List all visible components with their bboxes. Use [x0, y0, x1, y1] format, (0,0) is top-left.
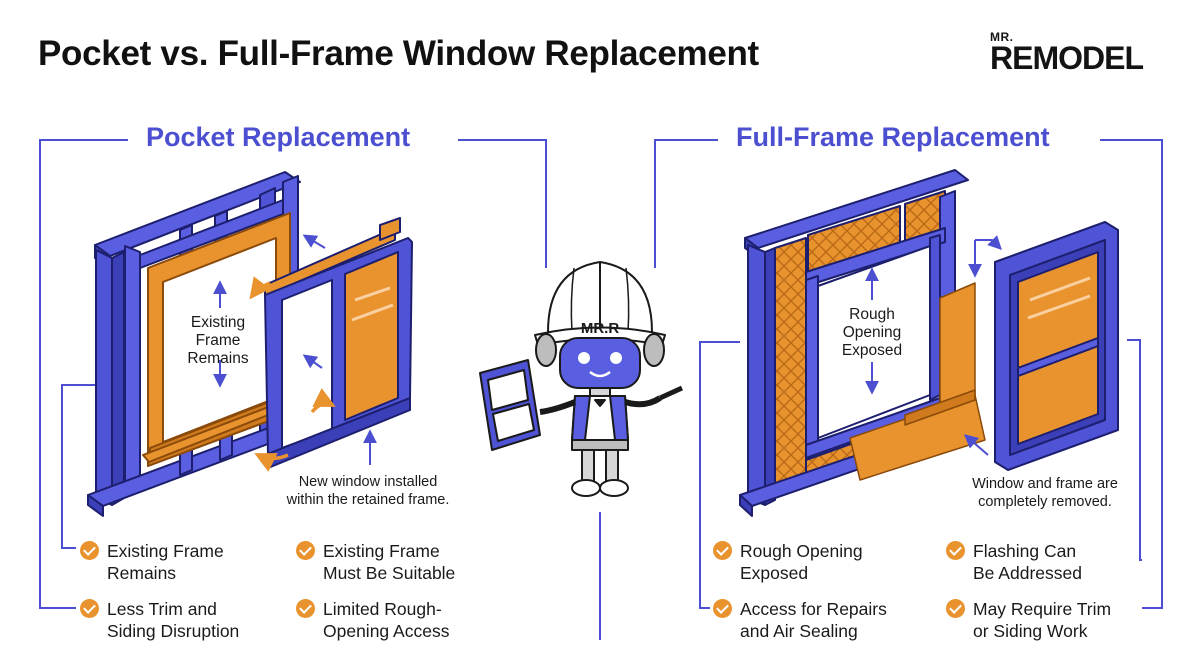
- feature-text: Limited Rough- Opening Access: [323, 599, 450, 641]
- right-feature-1: Rough Opening Exposed: [713, 540, 863, 584]
- installation-arrows: [249, 276, 336, 472]
- check-icon: [296, 599, 315, 618]
- mascot-robot: [479, 261, 684, 497]
- left-label-line-2: Frame: [196, 332, 241, 349]
- left-feature-3: Less Trim and Siding Disruption: [80, 598, 239, 642]
- left-frame-label: Existing Frame Remains: [187, 314, 248, 367]
- left-caption: New window installed within the retained…: [286, 474, 450, 508]
- right-caption-line-2: completely removed.: [978, 494, 1112, 510]
- feature-text: May Require Trim or Siding Work: [973, 599, 1112, 641]
- right-caption: Window and frame are completely removed.: [972, 476, 1118, 510]
- brand-logo-big: REMODEL: [990, 40, 1144, 76]
- right-label-line-1: Rough: [849, 306, 895, 323]
- mascot-held-window: [479, 359, 541, 451]
- mascot-helmet-text: MR.R: [581, 320, 619, 337]
- flashing-membrane: [849, 282, 986, 481]
- rough-opening-wall: [739, 169, 973, 517]
- right-section-bracket: [654, 139, 1163, 609]
- brand-logo: MR. REMODEL: [990, 30, 1170, 80]
- check-icon: [946, 541, 965, 560]
- new-window-insert: [264, 217, 413, 469]
- right-feature-4: May Require Trim or Siding Work: [946, 598, 1111, 642]
- left-caption-line-2: within the retained frame.: [286, 492, 450, 508]
- pocket-replacement-title: Pocket Replacement: [134, 122, 423, 153]
- right-feature-2: Flashing Can Be Addressed: [946, 540, 1082, 584]
- feature-text: Flashing Can Be Addressed: [973, 541, 1082, 583]
- feature-text: Existing Frame Remains: [107, 541, 224, 583]
- left-feature-4: Limited Rough- Opening Access: [296, 598, 449, 642]
- left-label-line-1: Existing: [191, 314, 245, 331]
- check-icon: [80, 599, 99, 618]
- page-title: Pocket vs. Full-Frame Window Replacement: [38, 34, 759, 73]
- check-icon: [80, 541, 99, 560]
- left-feature-2: Existing Frame Must Be Suitable: [296, 540, 455, 584]
- check-icon: [946, 599, 965, 618]
- right-caption-line-1: Window and frame are: [972, 476, 1118, 492]
- check-icon: [713, 599, 732, 618]
- left-label-line-3: Remains: [187, 350, 248, 367]
- right-opening-label: Rough Opening Exposed: [842, 306, 902, 359]
- feature-text: Less Trim and Siding Disruption: [107, 599, 240, 641]
- replacement-window-unit: [994, 221, 1119, 471]
- right-feature-3: Access for Repairs and Air Sealing: [713, 598, 887, 642]
- check-icon: [296, 541, 315, 560]
- check-icon: [713, 541, 732, 560]
- left-feature-1: Existing Frame Remains: [80, 540, 224, 584]
- right-label-line-3: Exposed: [842, 342, 902, 359]
- feature-text: Access for Repairs and Air Sealing: [740, 599, 887, 641]
- left-caption-line-1: New window installed: [299, 474, 438, 490]
- brand-logo-small: MR.: [990, 30, 1014, 44]
- full-frame-replacement-title: Full-Frame Replacement: [724, 122, 1062, 153]
- left-section-bracket: [39, 139, 547, 609]
- right-pointer-arrows: [865, 235, 1002, 456]
- retained-window-frame: [142, 212, 307, 467]
- feature-text: Existing Frame Must Be Suitable: [323, 541, 456, 583]
- feature-text: Rough Opening Exposed: [740, 541, 863, 583]
- left-pointer-arrows: [213, 234, 377, 465]
- right-label-line-2: Opening: [843, 324, 902, 341]
